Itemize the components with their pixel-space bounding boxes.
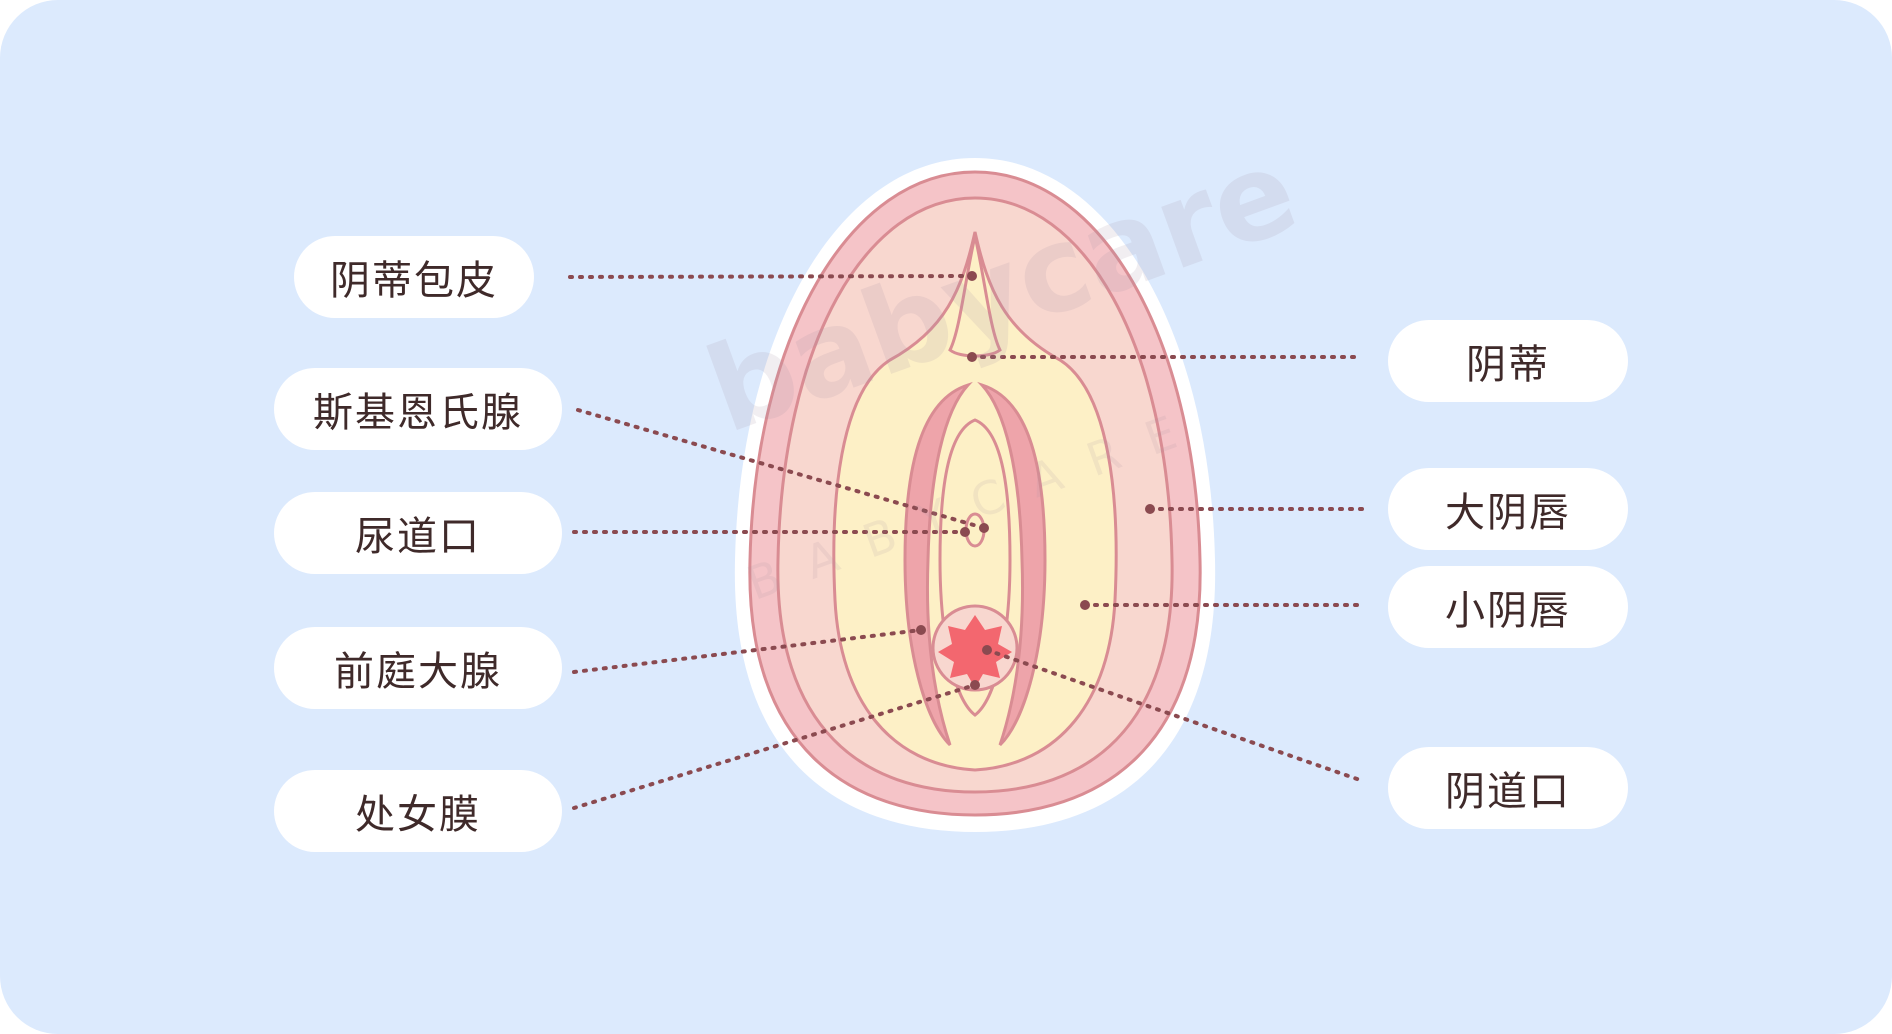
leader-line-hymen [572,683,977,810]
anchor-dot-clitoris [967,352,977,362]
label-hymen: 处女膜 [274,770,562,852]
label-labia-minora-text: 小阴唇 [1445,588,1571,634]
label-skenes-gland-text: 斯基恩氏腺 [313,390,523,436]
anchor-dot-labia-minora [1080,600,1090,610]
leader-line-skenes-gland [576,408,986,530]
anchor-dot-hymen [970,680,980,690]
anchor-dot-urethral-opening [960,527,970,537]
labia-minora-right [977,381,1047,747]
anchor-dots [916,271,1155,690]
leader-line-bartholin-gland [572,628,923,674]
label-hymen-text: 处女膜 [355,792,481,838]
vaginal-opening-shape [938,615,1012,688]
leader-line-clitoral-hood [568,274,974,279]
label-bartholin-gland: 前庭大腺 [274,627,562,709]
label-urethral-opening: 尿道口 [274,492,562,574]
leader-lines [568,274,1364,810]
label-urethral-opening-text: 尿道口 [355,514,481,560]
anchor-dot-skenes-gland [979,523,989,533]
anchor-dot-labia-majora [1145,504,1155,514]
label-vaginal-opening: 阴道口 [1388,747,1628,829]
labia-minora-left [903,381,973,747]
anchor-dot-vaginal-opening [982,645,992,655]
label-labia-majora-text: 大阴唇 [1445,490,1571,536]
anchor-dot-bartholin-gland [916,625,926,635]
label-clitoral-hood: 阴蒂包皮 [294,236,534,318]
label-bartholin-gland-text: 前庭大腺 [334,649,502,695]
label-labia-minora: 小阴唇 [1388,566,1628,648]
label-skenes-gland: 斯基恩氏腺 [274,368,562,450]
label-vaginal-opening-text: 阴道口 [1445,769,1571,815]
label-labia-majora: 大阴唇 [1388,468,1628,550]
label-clitoral-hood-text: 阴蒂包皮 [330,258,498,304]
label-clitoris: 阴蒂 [1388,320,1628,402]
anchor-dot-clitoral-hood [967,271,977,281]
leader-line-vaginal-opening [985,648,1362,782]
label-clitoris-text: 阴蒂 [1466,342,1550,388]
